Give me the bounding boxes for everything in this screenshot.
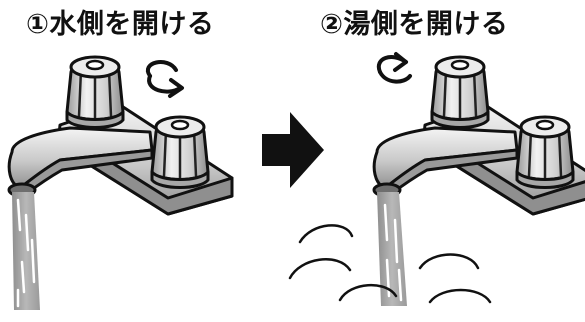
faucet-right (372, 55, 585, 306)
water-stream-right (377, 192, 407, 306)
right-arrow-icon (262, 112, 324, 188)
hot-knob-right (515, 115, 575, 189)
faucet-left (7, 55, 234, 310)
cold-knob-right (430, 55, 490, 129)
rotate-arrow-icon-right (376, 52, 412, 84)
steam-icon (288, 224, 492, 304)
rotate-arrow-icon-left (145, 60, 184, 98)
step-1-title: ①水側を開ける (26, 9, 215, 40)
cold-knob-left (65, 55, 125, 129)
step-2-title: ②湯側を開ける (320, 9, 509, 40)
water-stream-left (12, 192, 40, 310)
hot-knob-left (150, 115, 210, 189)
